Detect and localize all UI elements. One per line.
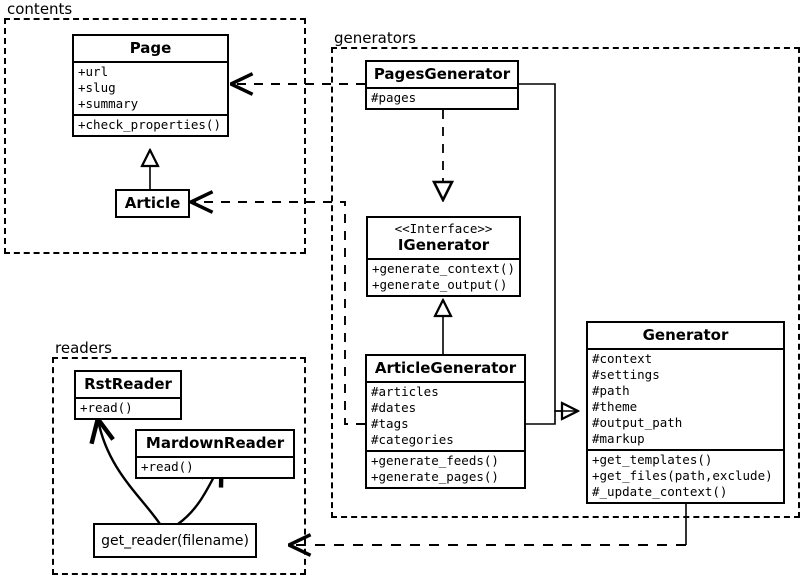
class-article[interactable]: Article — [115, 189, 190, 218]
class-mardown-reader-methods: +read() — [137, 456, 293, 477]
package-contents — [4, 18, 306, 254]
package-contents-label: contents — [4, 1, 76, 18]
method-row: +generate_feeds() — [371, 453, 499, 468]
attribute-row: #dates — [371, 400, 417, 415]
class-rst-reader-title: RstReader — [84, 375, 172, 393]
attribute-row: +slug — [78, 80, 116, 95]
attribute-row: #settings — [592, 367, 660, 382]
attribute-row: #pages — [371, 90, 417, 105]
dependency-getreader-to-rstreader — [98, 420, 161, 525]
class-rst-reader[interactable]: RstReader +read() — [74, 370, 182, 420]
package-readers-label: readers — [52, 340, 115, 357]
class-igenerator-stereotype: <<Interface>> — [394, 221, 493, 236]
class-pages-generator[interactable]: PagesGenerator #pages — [365, 60, 519, 110]
class-pages-generator-title: PagesGenerator — [373, 65, 511, 83]
attribute-row: #articles — [371, 384, 439, 399]
class-mardown-reader[interactable]: MardownReader +read() — [135, 429, 295, 479]
method-row: +generate_output() — [372, 277, 508, 292]
class-pages-generator-attributes: #pages — [367, 87, 517, 108]
class-page[interactable]: Page +url +slug +summary +check_properti… — [72, 34, 229, 137]
class-page-attributes: +url +slug +summary — [74, 61, 227, 114]
attribute-row: +url — [78, 64, 109, 79]
class-mardown-reader-title: MardownReader — [145, 434, 285, 452]
attribute-row: #markup — [592, 431, 645, 446]
class-rst-reader-methods: +read() — [76, 397, 180, 418]
attribute-row: #categories — [371, 432, 454, 447]
method-row: +get_files(path,exclude) — [592, 468, 773, 483]
method-row: #_update_context() — [592, 484, 728, 499]
class-article-generator-methods: +generate_feeds() +generate_pages() — [367, 450, 524, 487]
method-row: +check_properties() — [78, 117, 221, 132]
class-page-title: Page — [129, 39, 172, 57]
generalization-articlegenerator-to-generator — [526, 410, 578, 425]
attribute-row: +summary — [78, 96, 139, 111]
class-generator[interactable]: Generator #context #settings #path #them… — [586, 321, 785, 504]
method-row: +generate_pages() — [371, 469, 499, 484]
attribute-row: #context — [592, 351, 653, 366]
class-generator-title: Generator — [642, 326, 729, 344]
class-generator-attributes: #context #settings #path #theme #output_… — [588, 348, 783, 449]
class-igenerator-methods: +generate_context() +generate_output() — [368, 258, 519, 295]
function-get-reader-label: get_reader(filename) — [101, 532, 249, 549]
attribute-row: #path — [592, 383, 630, 398]
class-article-generator-attributes: #articles #dates #tags #categories — [367, 381, 524, 450]
attribute-row: #tags — [371, 416, 409, 431]
package-readers — [52, 357, 306, 575]
class-article-title: Article — [124, 194, 181, 212]
method-row: +read() — [80, 400, 133, 415]
class-article-generator-title: ArticleGenerator — [374, 359, 517, 377]
method-row: +get_templates() — [592, 452, 713, 467]
package-generators — [331, 47, 800, 518]
package-generators-label: generators — [331, 30, 419, 47]
class-page-methods: +check_properties() — [74, 114, 227, 135]
attribute-row: #output_path — [592, 415, 683, 430]
function-get-reader[interactable]: get_reader(filename) — [93, 523, 257, 558]
class-article-generator[interactable]: ArticleGenerator #articles #dates #tags … — [365, 354, 526, 489]
method-row: +generate_context() — [372, 261, 515, 276]
method-row: +read() — [141, 459, 194, 474]
attribute-row: #theme — [592, 399, 638, 414]
class-igenerator[interactable]: <<Interface>> IGenerator +generate_conte… — [366, 216, 521, 297]
dependency-generator-to-getreader — [290, 500, 687, 545]
class-igenerator-title: IGenerator — [397, 236, 490, 254]
class-generator-methods: +get_templates() +get_files(path,exclude… — [588, 449, 783, 502]
